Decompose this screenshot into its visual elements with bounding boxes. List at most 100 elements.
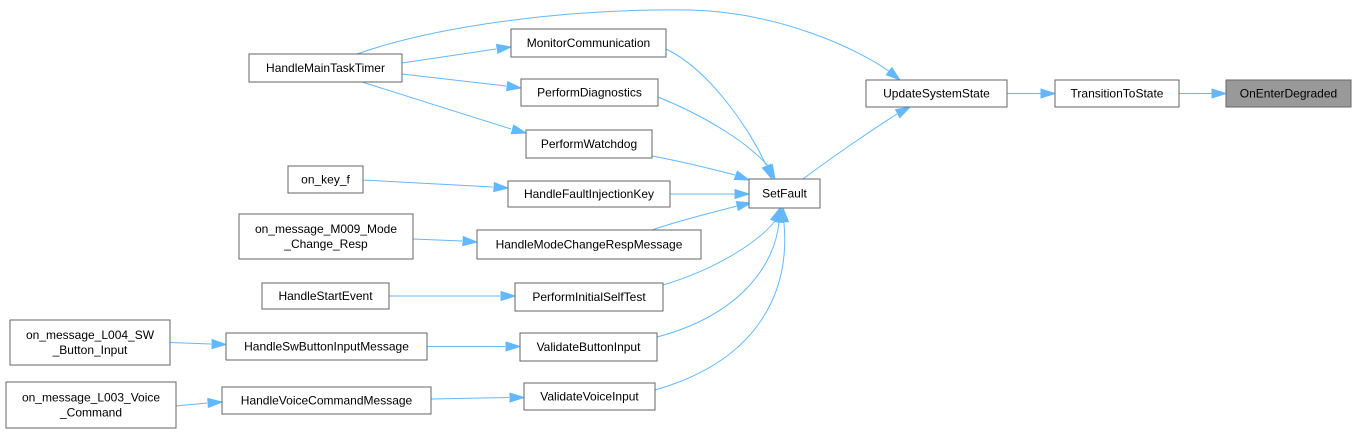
- node-handlemodechangerespmessage[interactable]: HandleModeChangeRespMessage: [476, 229, 702, 260]
- node-box: [261, 282, 390, 310]
- node-label: OnEnterDegraded: [1240, 87, 1337, 101]
- edge-setfault-to-updatesystemstate: [802, 106, 912, 180]
- edge-on-message-m009-to-handlemodechangerespmessage: [412, 235, 479, 247]
- node-box: [525, 129, 653, 159]
- node-label: HandleStartEvent: [278, 289, 373, 303]
- node-monitorcommunication[interactable]: MonitorCommunication: [510, 28, 667, 58]
- arrowhead: [778, 206, 790, 223]
- edge-handlemaintasktimer-to-monitorcommunication: [401, 43, 513, 64]
- node-label: SetFault: [762, 187, 807, 201]
- edge-monitorcommunication-to-setfault: [665, 48, 773, 181]
- arrowhead: [462, 235, 479, 247]
- node-label: on_message_L004_SW: [26, 328, 155, 342]
- arrowhead: [505, 341, 522, 352]
- node-handleswbuttoninputmessage[interactable]: HandleSwButtonInputMessage: [225, 332, 428, 361]
- node-box: [287, 165, 364, 194]
- node-box: [865, 79, 1008, 108]
- node-label: ValidateButtonInput: [537, 340, 642, 354]
- node-handlefaultinjectionkey[interactable]: HandleFaultInjectionKey: [507, 180, 671, 208]
- node-label: on_message_L003_Voice: [22, 391, 160, 405]
- node-label: HandleModeChangeRespMessage: [496, 238, 683, 252]
- edge-handlefaultinjectionkey-to-setfault: [670, 188, 751, 200]
- node-handlevoicecommandmessage[interactable]: HandleVoiceCommandMessage: [221, 386, 432, 415]
- node-box: [238, 213, 414, 260]
- node-handlestartevent[interactable]: HandleStartEvent: [261, 282, 390, 310]
- node-on-key-f[interactable]: on_key_f: [287, 165, 364, 194]
- arrowhead: [493, 181, 510, 193]
- arrowhead: [894, 106, 912, 119]
- node-on-message-m009[interactable]: on_message_M009_Mode_Change_Resp: [238, 213, 414, 260]
- arrowhead: [733, 170, 751, 181]
- node-label: on_key_f: [301, 173, 350, 187]
- edge-validatebuttoninput-to-setfault: [656, 206, 785, 338]
- edge-handleswbuttoninputmessage-to-validatebuttoninput: [427, 341, 522, 352]
- node-box: [1225, 79, 1352, 108]
- node-box: [507, 180, 671, 208]
- node-label: MonitorCommunication: [527, 36, 650, 50]
- edge-performwatchdog-to-setfault: [651, 155, 751, 181]
- node-box: [476, 229, 702, 260]
- node-label: on_message_M009_Mode: [255, 222, 397, 236]
- edges-layer: [169, 9, 1228, 409]
- arrowhead: [207, 397, 224, 409]
- node-label: PerformWatchdog: [541, 137, 637, 151]
- node-box: [5, 381, 177, 429]
- edge-handlestartevent-to-performinitialselftest: [389, 290, 517, 302]
- arrowhead: [495, 43, 513, 55]
- nodes-layer: OnEnterDegraded TransitionToState UpdateSy…: [5, 28, 1352, 429]
- node-box: [225, 332, 428, 361]
- node-box: [748, 178, 821, 209]
- edge-transitiontostate-to-onenterdegraded: [1179, 88, 1228, 99]
- node-box: [9, 319, 171, 366]
- arrowhead: [505, 80, 523, 92]
- edge-on-message-l003-to-handlevoicecommandmessage: [175, 397, 224, 409]
- arrowhead: [509, 392, 526, 403]
- edge-handlemaintasktimer-to-updatesystemstate: [356, 9, 902, 82]
- node-on-message-l003[interactable]: on_message_L003_Voice_Command: [5, 381, 177, 429]
- node-box: [514, 282, 664, 312]
- edge-updatesystemstate-to-transitiontostate: [1007, 88, 1057, 99]
- node-label: ValidateVoiceInput: [540, 390, 639, 404]
- arrowhead: [735, 200, 753, 212]
- node-label: _Change_Resp: [283, 237, 368, 251]
- node-label: PerformDiagnostics: [537, 86, 642, 100]
- node-box: [1054, 79, 1180, 108]
- node-box: [510, 28, 667, 58]
- node-handlemaintasktimer[interactable]: HandleMainTaskTimer: [248, 53, 403, 83]
- node-performdiagnostics[interactable]: PerformDiagnostics: [520, 78, 659, 107]
- arrowhead: [500, 290, 517, 302]
- edge-handlemaintasktimer-to-performwatchdog: [361, 81, 528, 135]
- node-label: HandleFaultInjectionKey: [524, 187, 654, 201]
- node-label: HandleSwButtonInputMessage: [244, 340, 409, 354]
- node-performwatchdog[interactable]: PerformWatchdog: [525, 129, 653, 159]
- node-box: [248, 53, 403, 83]
- arrowhead: [763, 163, 776, 181]
- node-label: PerformInitialSelfTest: [532, 290, 646, 304]
- node-validatebuttoninput[interactable]: ValidateButtonInput: [519, 332, 658, 362]
- arrowhead: [734, 188, 751, 200]
- node-label: _Button_Input: [52, 343, 128, 357]
- node-label: UpdateSystemState: [883, 87, 990, 101]
- arrowhead: [211, 338, 228, 350]
- node-label: _Command: [59, 406, 122, 420]
- arrowhead: [885, 66, 902, 82]
- node-transitiontostate[interactable]: TransitionToState: [1054, 79, 1180, 108]
- node-box: [221, 386, 432, 415]
- node-on-message-l004[interactable]: on_message_L004_SW_Button_Input: [9, 319, 171, 366]
- edge-handlemaintasktimer-to-performdiagnostics: [401, 73, 523, 92]
- node-box: [519, 332, 658, 362]
- edge-performdiagnostics-to-setfault: [657, 96, 776, 181]
- node-label: HandleVoiceCommandMessage: [241, 394, 413, 408]
- node-box: [520, 78, 659, 107]
- node-validatevoiceinput[interactable]: ValidateVoiceInput: [523, 382, 656, 411]
- node-label: HandleMainTaskTimer: [266, 61, 385, 75]
- node-performinitialselftest[interactable]: PerformInitialSelfTest: [514, 282, 664, 312]
- edge-handlemodechangerespmessage-to-setfault: [651, 200, 753, 231]
- node-updatesystemstate[interactable]: UpdateSystemState: [865, 79, 1008, 108]
- edge-handlevoicecommandmessage-to-validatevoiceinput: [430, 392, 526, 403]
- arrowhead: [1211, 88, 1228, 99]
- node-box: [523, 382, 656, 411]
- node-onenterdegraded[interactable]: OnEnterDegraded: [1225, 79, 1352, 108]
- arrowhead: [1040, 88, 1057, 99]
- node-setfault[interactable]: SetFault: [748, 178, 821, 209]
